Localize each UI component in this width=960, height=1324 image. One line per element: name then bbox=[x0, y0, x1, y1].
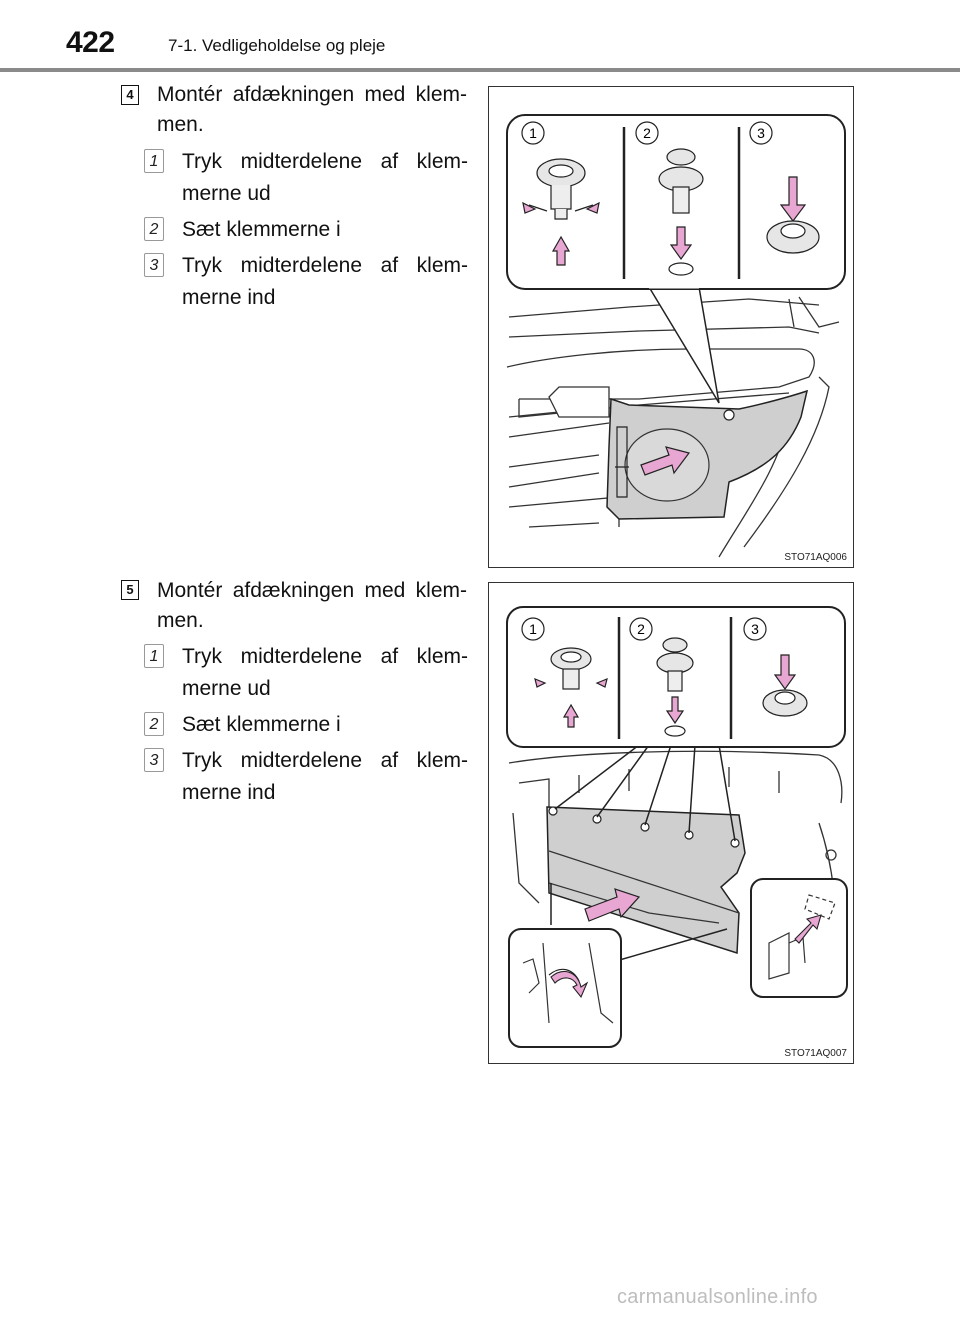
substep-number: 2 bbox=[144, 712, 164, 736]
substep-number: 1 bbox=[144, 149, 164, 173]
page-number: 422 bbox=[66, 26, 115, 59]
figure-rear-panel-clips: 1 2 3 bbox=[488, 582, 854, 1064]
substep-text: Sæt klemmerne i bbox=[182, 713, 341, 736]
substep-number: 2 bbox=[144, 217, 164, 241]
step-4-title: Montér afdækningen med klem-men. bbox=[157, 83, 467, 136]
step-5-title: Montér afdækningen med klem-men. bbox=[157, 579, 467, 632]
clip-icon bbox=[522, 158, 600, 266]
figure-illustration: 1 2 3 bbox=[506, 114, 846, 558]
step-badge-4: 4 bbox=[121, 85, 139, 105]
substep-number: 3 bbox=[144, 748, 164, 772]
callout-1: 1 bbox=[529, 621, 537, 637]
substep-number: 1 bbox=[144, 644, 164, 668]
substep-text: Tryk midterdelene af klem-merne ind bbox=[182, 749, 468, 804]
step-badge-5: 5 bbox=[121, 580, 139, 600]
substep-number: 3 bbox=[144, 253, 164, 277]
callout-2: 2 bbox=[637, 621, 645, 637]
callout-3: 3 bbox=[751, 621, 759, 637]
figure-seat-cover-clips: 1 2 3 STO71AQ006 bbox=[488, 86, 854, 568]
watermark: carmanualsonline.info bbox=[617, 1286, 818, 1308]
substep-text: Tryk midterdelene af klem-merne ud bbox=[182, 150, 468, 205]
callout-3: 3 bbox=[757, 125, 765, 141]
section-title: 7-1. Vedligeholdelse og pleje bbox=[168, 36, 386, 55]
figure-code: STO71AQ007 bbox=[784, 1048, 847, 1059]
substep-text: Tryk midterdelene af klem-merne ud bbox=[182, 645, 468, 700]
substep-text: Sæt klemmerne i bbox=[182, 218, 341, 241]
callout-2: 2 bbox=[643, 125, 651, 141]
substep-text: Tryk midterdelene af klem-merne ind bbox=[182, 254, 468, 309]
header-divider bbox=[0, 68, 960, 72]
callout-1: 1 bbox=[529, 125, 537, 141]
figure-code: STO71AQ006 bbox=[784, 552, 847, 563]
figure-illustration: 1 2 3 bbox=[506, 606, 848, 1048]
